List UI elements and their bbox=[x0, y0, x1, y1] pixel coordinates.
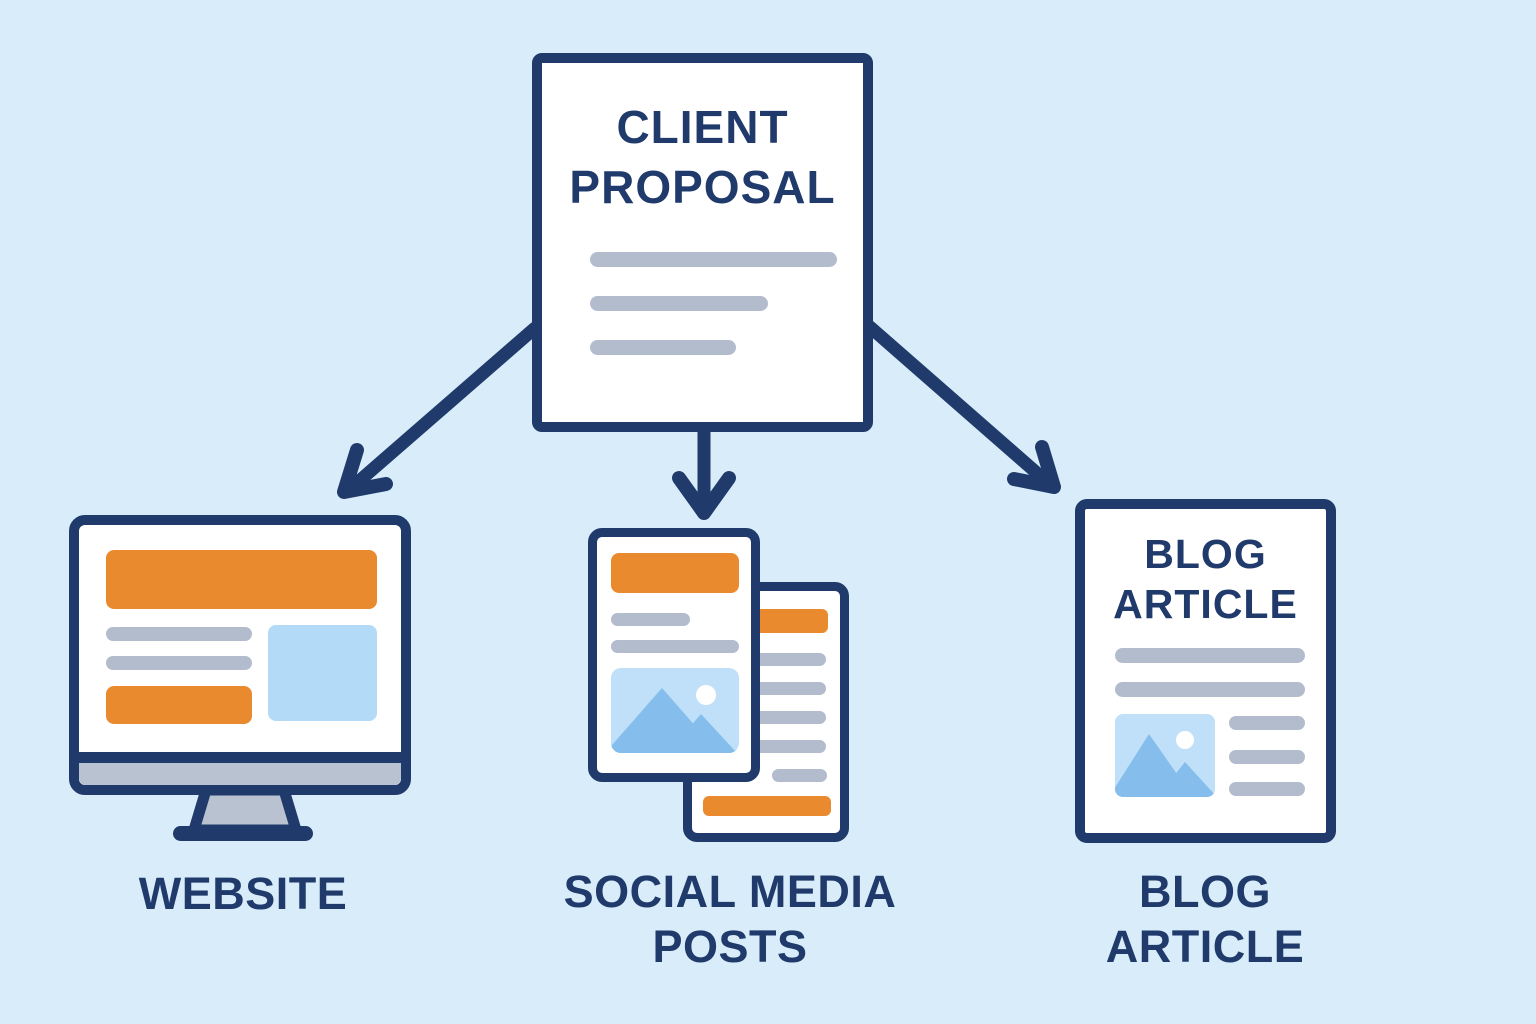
post-header-placeholder bbox=[611, 553, 739, 593]
arrow-to-social-media-posts bbox=[672, 423, 736, 520]
post-button-placeholder bbox=[703, 796, 831, 816]
blog-label-line2: ARTICLE bbox=[1105, 921, 1305, 972]
desktop-monitor-icon bbox=[69, 515, 411, 795]
client-proposal-title: CLIENT PROPOSAL bbox=[542, 97, 863, 217]
arrow-to-website bbox=[337, 321, 542, 499]
blog-document-icon: BLOG ARTICLE bbox=[1075, 499, 1336, 843]
text-line-placeholder bbox=[590, 252, 837, 267]
arrow-to-blog-article bbox=[863, 320, 1061, 494]
text-line-placeholder bbox=[1229, 716, 1305, 730]
text-line-placeholder bbox=[611, 640, 739, 653]
text-line-placeholder bbox=[611, 613, 690, 626]
mountains-sun-image-icon bbox=[1115, 731, 1215, 797]
text-line-placeholder bbox=[106, 627, 252, 641]
text-line-placeholder bbox=[590, 340, 736, 355]
blog-document-title-line1: BLOG bbox=[1144, 531, 1267, 577]
monitor-bezel bbox=[79, 752, 401, 785]
blog-image-placeholder bbox=[1115, 714, 1215, 797]
blog-document-title: BLOG ARTICLE bbox=[1085, 529, 1326, 629]
client-proposal-card: CLIENT PROPOSAL bbox=[532, 53, 873, 432]
social-post-card-front bbox=[588, 528, 760, 782]
blog-label-line1: BLOG bbox=[1139, 866, 1271, 917]
mountains-sun-image-icon bbox=[611, 685, 737, 753]
text-line-placeholder bbox=[1115, 648, 1305, 663]
social-label-line2: POSTS bbox=[652, 921, 808, 972]
monitor-stand-base bbox=[173, 826, 313, 841]
text-line-placeholder bbox=[1115, 682, 1305, 697]
post-image-placeholder bbox=[611, 668, 739, 753]
text-line-placeholder bbox=[1229, 782, 1305, 796]
social-label-line1: SOCIAL MEDIA bbox=[563, 866, 897, 917]
website-banner-placeholder bbox=[106, 550, 377, 609]
website-label-line1: WEBSITE bbox=[138, 868, 348, 919]
social-media-posts-label: SOCIAL MEDIA POSTS bbox=[510, 864, 950, 974]
website-image-placeholder bbox=[268, 625, 377, 721]
monitor-stand-neck bbox=[188, 784, 302, 836]
blog-article-label: BLOG ARTICLE bbox=[1055, 864, 1355, 974]
client-proposal-title-line1: CLIENT bbox=[616, 101, 789, 153]
blog-document-title-line2: ARTICLE bbox=[1113, 581, 1298, 627]
website-button-placeholder bbox=[106, 686, 252, 724]
text-line-placeholder bbox=[106, 656, 252, 670]
website-label: WEBSITE bbox=[93, 866, 393, 921]
client-proposal-title-line2: PROPOSAL bbox=[569, 161, 836, 213]
text-line-placeholder bbox=[772, 769, 827, 782]
text-line-placeholder bbox=[1229, 750, 1305, 764]
text-line-placeholder bbox=[590, 296, 768, 311]
